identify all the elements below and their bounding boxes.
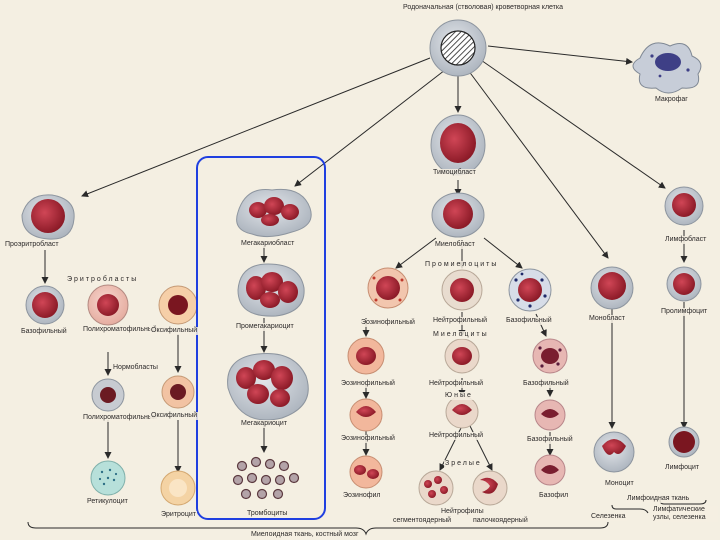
lymphoblast-cell [664,186,704,226]
megakaryocyte-label: Мегакариоцит [240,420,289,428]
myeloblast-cell [431,192,485,238]
erythrocyte-label: Эритроцит [160,511,197,519]
erythroblast-basophilic-cell [25,285,65,325]
erythroblast-basophilic-label: Базофильный [20,328,68,336]
myeloid-tissue-label: Миелоидная ткань, костный мозг [250,531,360,539]
myelocyte-neutrophilic-cell [444,338,480,374]
normoblasts-header: Нормобласты [112,364,159,372]
young-basophilic-label: Базофильный [526,436,574,444]
myelocyte-basophilic-cell [532,338,568,374]
monoblast-label: Монобласт [588,315,626,323]
reticulocyte-label: Ретикулоцит [86,498,129,506]
erythroblast-polychromatophilic-label: Полихроматофильный [82,326,158,334]
megakaryoblast-cell [236,188,312,238]
monocyte-cell [593,431,635,473]
prolymphocyte-label: Пролимфоцит [660,308,709,316]
neutrophils-label: Нейтрофилы [440,508,485,516]
promegakaryocyte-cell [237,263,305,317]
young-basophilic-cell [534,399,566,431]
mature-neutrophil-band-cell [472,470,508,506]
mature-basophil-cell [534,454,566,486]
eosinophil-label: Эозинофил [342,492,382,500]
promyelocyte-neutrophilic-label: Нейтрофильный [432,317,489,325]
proerythroblast-cell [21,194,75,240]
mature-eosinophil-cell [349,455,383,489]
promyelocyte-basophilic-label: Базофильный [505,317,553,325]
band-label: палочкоядерный [472,517,529,525]
promegakaryocyte-label: Промегакариоцит [235,323,295,331]
normoblast-polychromatophilic-cell [91,378,125,412]
lymph-nodes-label: Лимфатические узлы, селезенка [652,506,718,522]
stem-cell-label: Родоначальная (стволовая) кроветворная к… [402,4,564,12]
promyelocytes-header: Промиелоциты [424,261,500,269]
lymphoblast-label: Лимфобласт [664,236,708,244]
promyelocyte-eosinophilic-cell [367,267,409,309]
young-neutrophilic-cell [445,395,479,429]
myelocyte-basophilic-label: Базофильный [522,380,570,388]
megakaryocyte-lineage-highlight [196,156,326,520]
normoblast-oxyphilic-cell [161,375,195,409]
macrophage-cell [632,42,702,94]
thrombocytes-cluster [232,456,300,500]
myeloblast-top-label: Тимоцибласт [432,169,477,177]
myelocyte-eosinophilic-cell [347,337,385,375]
young-header: Юные [444,392,474,400]
myelocytes-header: Миелоциты [432,331,490,339]
normoblast-polychromatophilic-label: Полихроматофильный [82,414,158,422]
megakaryoblast-label: Мегакариобласт [240,240,296,248]
young-eosinophilic-label: Эозинофильный [340,435,396,443]
lymphocyte-label: Лимфоцит [664,464,701,472]
erythroblasts-header: Эритробласты [66,276,140,284]
erythroblast-oxyphilic-cell [158,285,198,325]
monoblast-cell [590,266,634,310]
thrombocytes-label: Тромбоциты [246,510,289,518]
segmented-label: сегментоядерный [392,517,453,525]
macrophage-label: Макрофаг [654,96,689,104]
promyelocyte-basophilic-cell [508,268,552,312]
young-neutrophilic-label: Нейтрофильный [428,432,485,440]
myelocyte-neutrophilic-label: Нейтрофильный [428,380,485,388]
monocyte-label: Моноцит [604,480,635,488]
lymphocyte-cell [668,426,700,458]
basophil-label: Базофил [538,492,570,500]
erythroblast-oxyphilic-label: Оксифильный [150,327,199,335]
erythroblast-polychromatophilic-cell [87,284,129,326]
myeloblast-top-cell [430,114,486,176]
young-eosinophilic-cell [349,398,383,432]
lymphoid-tissue-label: Лимфоидная ткань [626,495,691,503]
promyelocyte-neutrophilic-cell [441,269,483,311]
mature-neutrophil-segmented-cell [418,470,454,506]
mature-header: Зрелые [444,460,483,468]
promyelocyte-eosinophilic-label: Эозинофильный [360,319,416,327]
proerythroblast-label: Проэритробласт [4,241,60,249]
normoblast-oxyphilic-label: Оксифильный [150,412,199,420]
spleen-label: Селезенка [590,513,627,521]
prolymphocyte-cell [666,266,702,302]
stem-cell [429,19,487,77]
megakaryocyte-cell [227,352,309,421]
reticulocyte-cell [90,460,126,496]
erythrocyte-cell [160,470,196,506]
myelocyte-eosinophilic-label: Эозинофильный [340,380,396,388]
myeloblast-label: Миелобласт [434,241,476,249]
